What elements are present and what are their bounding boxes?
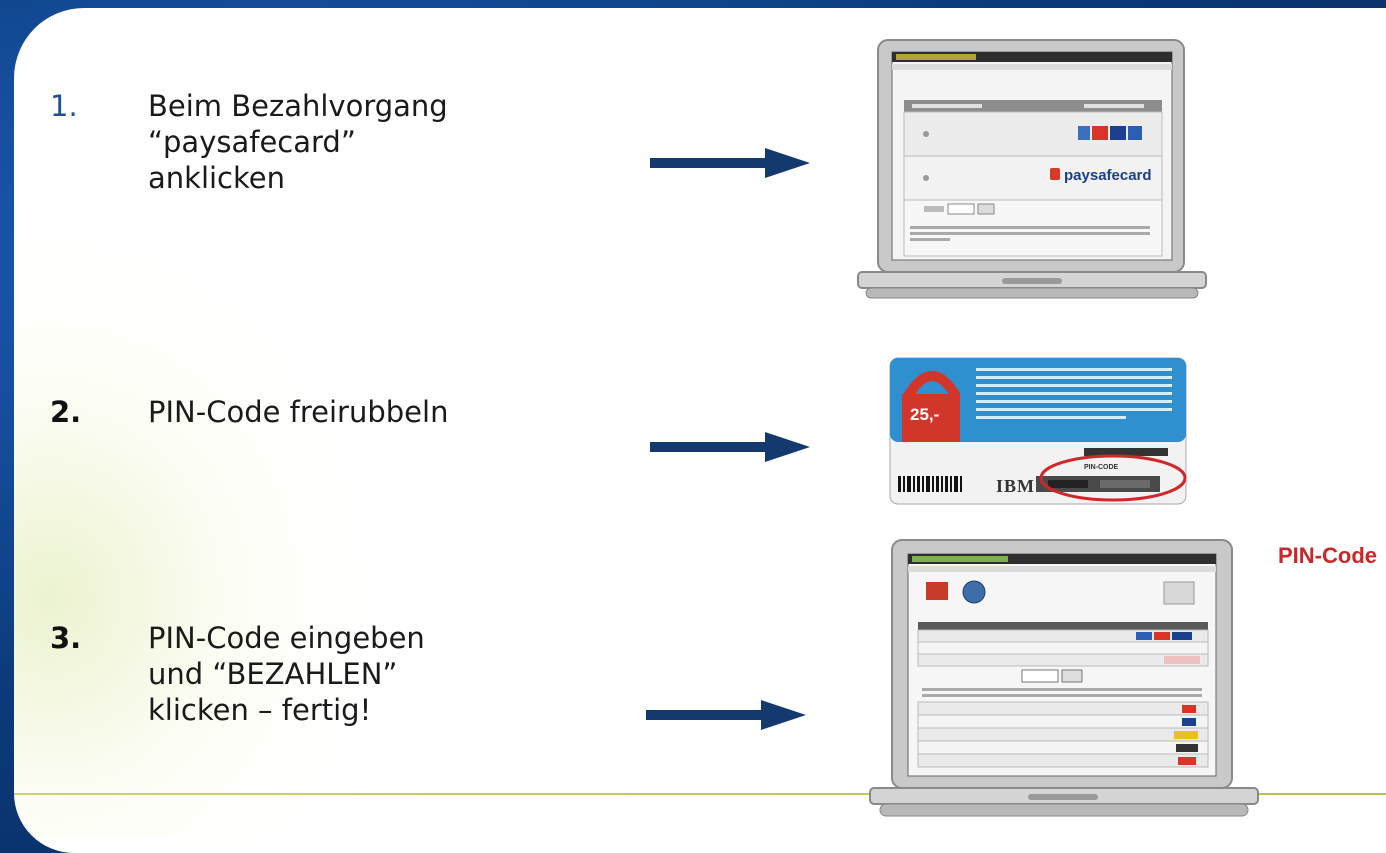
step-3-line-3: klicken – fertig! <box>148 693 372 727</box>
step-1-line-3: anklicken <box>148 161 285 195</box>
step-2-text: PIN-Code freirubbeln <box>148 394 568 430</box>
paysafecard-voucher-image: 25,- PIN-CODE IBM <box>889 357 1187 505</box>
step-2-line-1: PIN-Code freirubbeln <box>148 395 449 429</box>
card-logo: IBM <box>996 476 1035 496</box>
laptop-payment-screen: paysafecard <box>857 39 1207 299</box>
step-3-line-1: PIN-Code eingeben <box>148 621 425 655</box>
screen1-brand: paysafecard <box>1064 167 1152 184</box>
laptop-pin-entry-screen <box>869 539 1259 817</box>
arrow-right-icon <box>650 432 810 462</box>
step-1-number: 1. <box>50 89 78 123</box>
step-2-number: 2. <box>50 395 82 429</box>
step-3-line-2: und “BEZAHLEN” <box>148 657 398 691</box>
arrow-right-icon <box>650 148 810 178</box>
arrow-right-icon <box>646 700 806 730</box>
barcode-icon <box>898 476 962 492</box>
step-3-text: PIN-Code eingeben und “BEZAHLEN” klicken… <box>148 620 568 728</box>
card-value: 25,- <box>910 405 939 424</box>
pin-code-label: PIN-Code <box>1278 543 1377 568</box>
card-pin-caption: PIN-CODE <box>1084 464 1119 471</box>
step-1-text: Beim Bezahlvorgang “paysafecard” anklick… <box>148 88 568 196</box>
footer-divider <box>14 793 1386 795</box>
pin-highlight-circle <box>1039 454 1187 502</box>
step-1-line-1: Beim Bezahlvorgang <box>148 89 448 123</box>
decorative-swoosh <box>14 238 374 838</box>
step-3-number: 3. <box>50 621 82 655</box>
step-1-line-2: “paysafecard” <box>148 125 356 159</box>
